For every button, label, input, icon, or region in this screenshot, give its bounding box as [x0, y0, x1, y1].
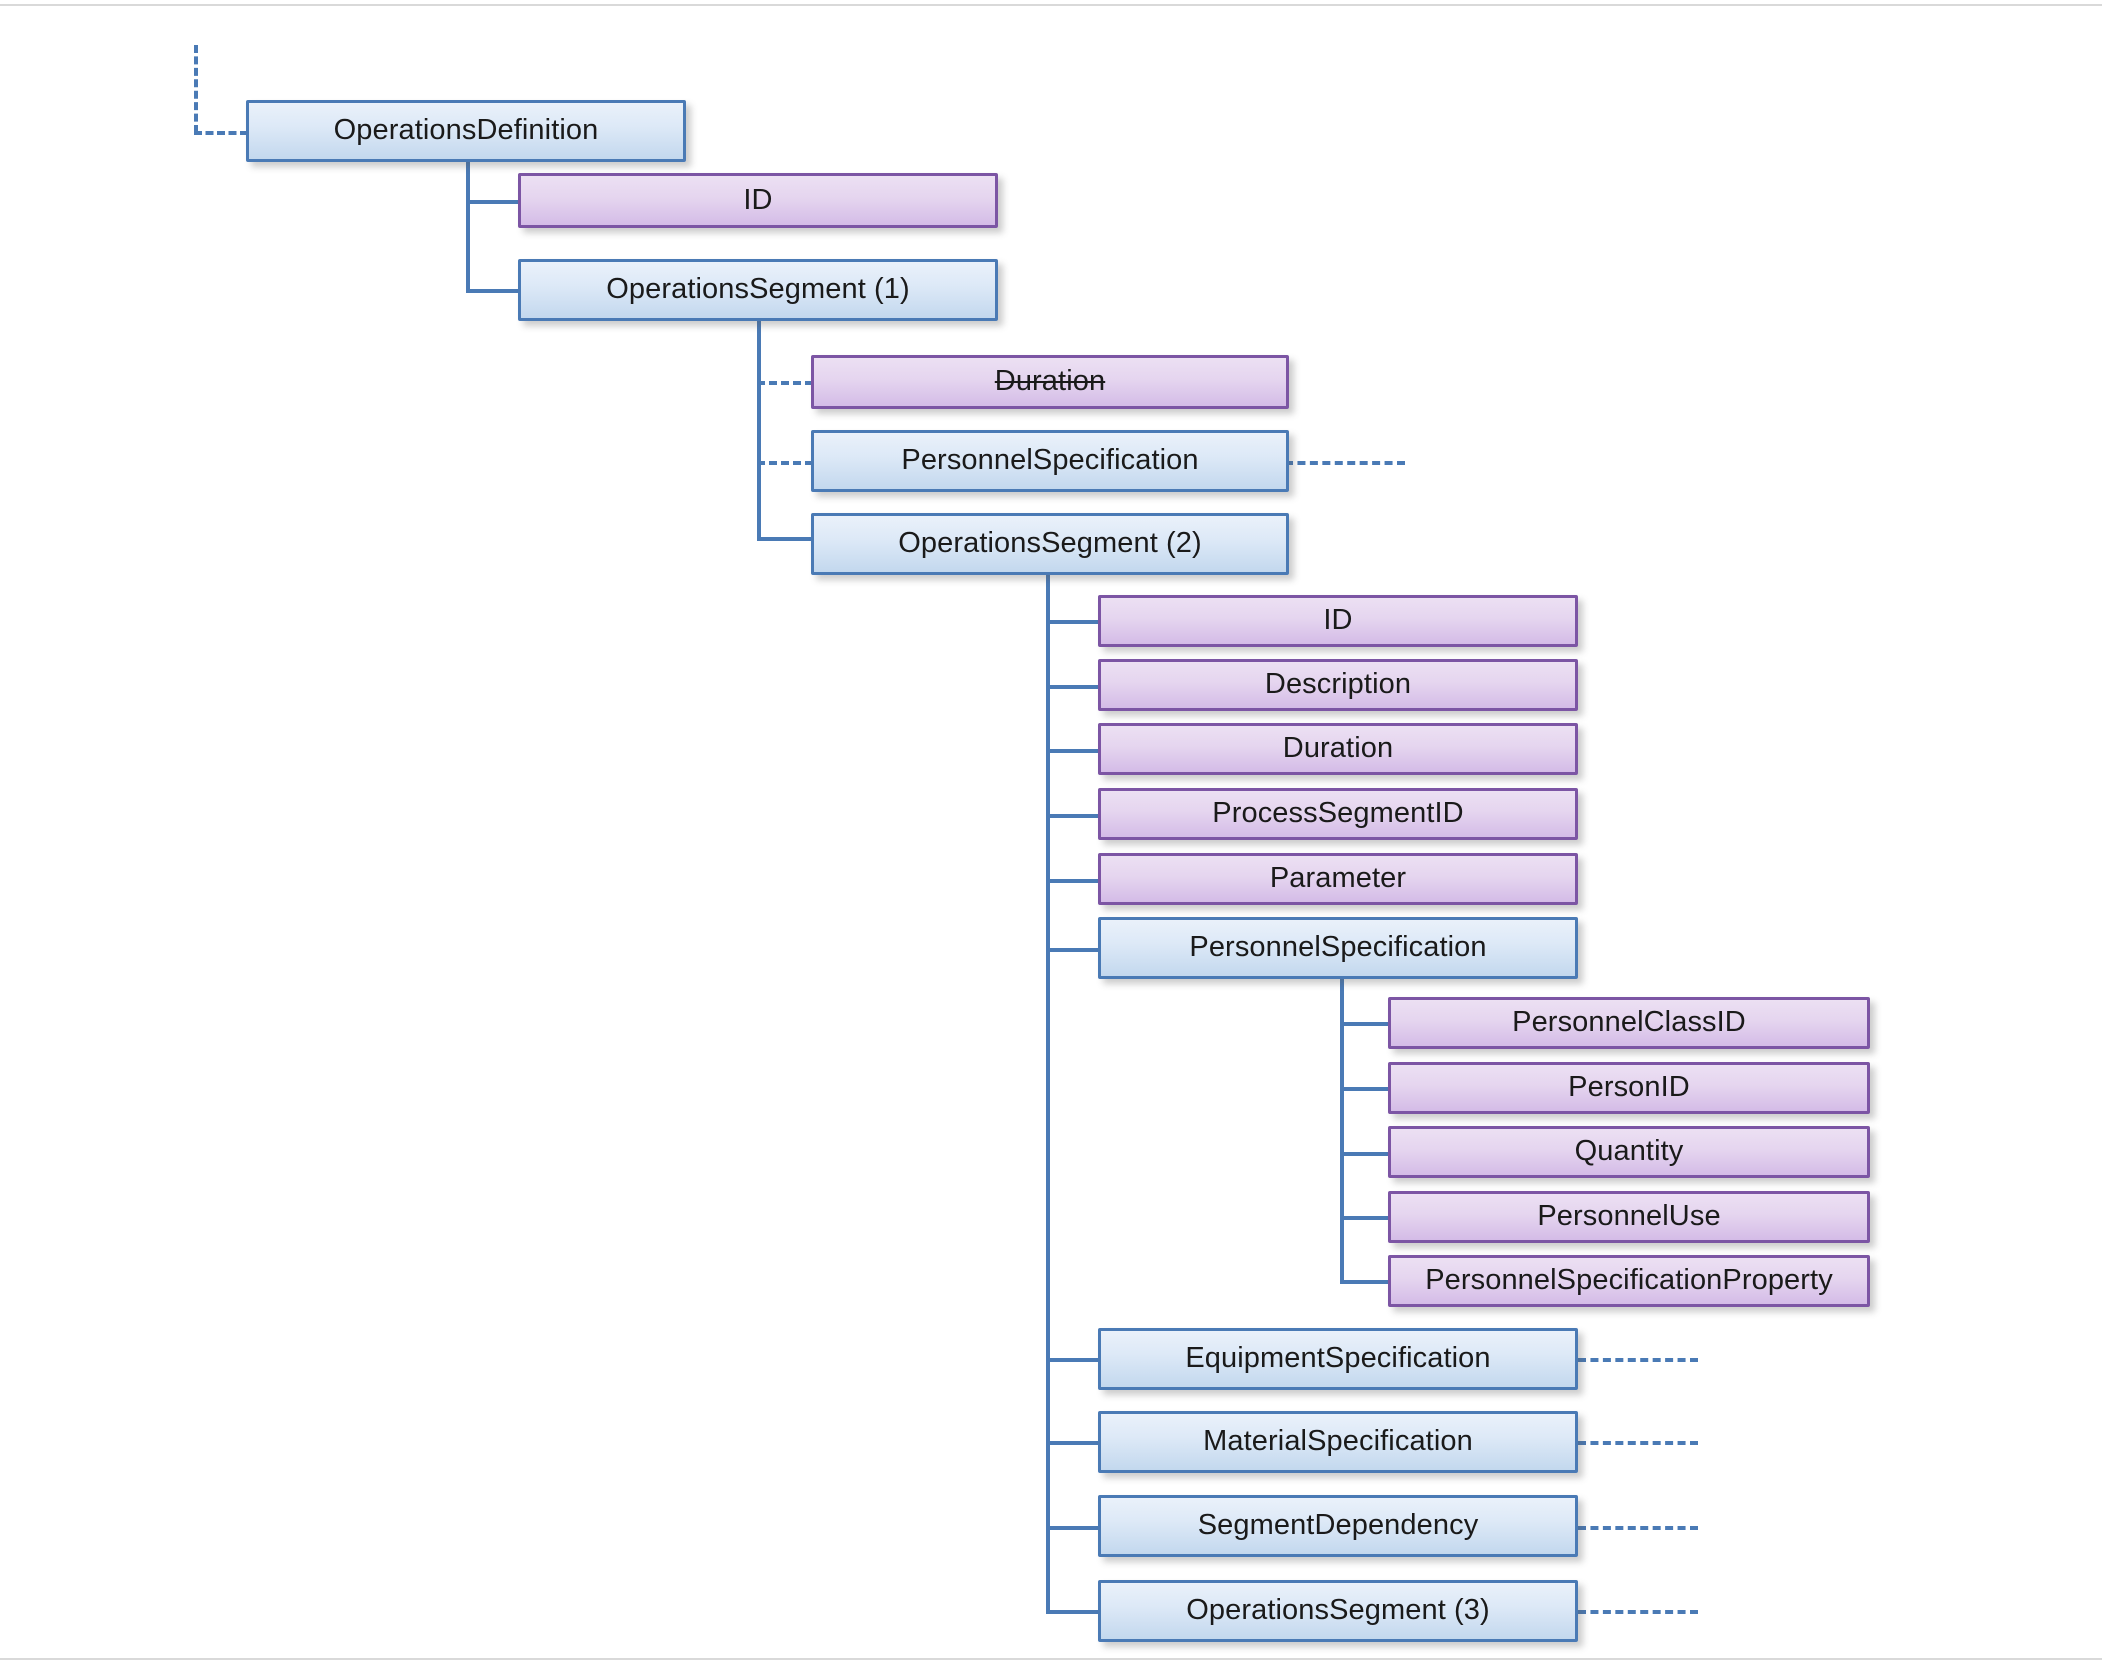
connector-operationssegment-1-to-personnelspecification: [757, 461, 813, 465]
connector-operationsdefinition-to-id: [466, 200, 520, 204]
node-personid[interactable]: PersonID: [1388, 1062, 1870, 1114]
node-personneluse[interactable]: PersonnelUse: [1388, 1191, 1870, 1243]
dangling-connector-operationsdefinition-vertical: [194, 45, 198, 133]
connector-operationssegment-2-to-id: [1046, 620, 1100, 624]
node-label: OperationsSegment (1): [606, 273, 910, 306]
node-label: Description: [1264, 668, 1412, 701]
connector-operationssegment-1-to-duration: [757, 381, 813, 385]
connector-operationssegment-2-trunk: [1046, 570, 1050, 1614]
node-operationssegment-3[interactable]: OperationsSegment (3): [1098, 1580, 1578, 1642]
node-quantity[interactable]: Quantity: [1388, 1126, 1870, 1178]
node-label: ProcessSegmentID: [1212, 797, 1464, 830]
node-label: Duration: [994, 365, 1106, 398]
connector-operationsdefinition-to-operationssegment-1: [466, 289, 520, 293]
node-label: PersonnelSpecification: [1189, 931, 1487, 964]
node-description[interactable]: Description: [1098, 659, 1578, 711]
page-frame: [0, 4, 2102, 1660]
dangling-connector-operationssegment-3-right: [1578, 1610, 1698, 1614]
node-equipmentspecification[interactable]: EquipmentSpecification: [1098, 1328, 1578, 1390]
connector-operationssegment-2-to-segmentdependency: [1046, 1526, 1100, 1530]
node-label: ID: [1323, 604, 1353, 637]
node-duration-2[interactable]: Duration: [1098, 723, 1578, 775]
node-label: PersonnelSpecificationProperty: [1425, 1264, 1833, 1297]
node-label: MaterialSpecification: [1203, 1425, 1473, 1458]
connector-personnelspecification-2-to-quantity: [1340, 1152, 1390, 1156]
node-id-2[interactable]: ID: [1098, 595, 1578, 647]
node-label: PersonnelClassID: [1512, 1006, 1746, 1039]
node-label: PersonID: [1568, 1071, 1690, 1104]
node-personnelspecification-2[interactable]: PersonnelSpecification: [1098, 917, 1578, 979]
node-label: PersonnelUse: [1537, 1200, 1721, 1233]
node-duration-struck[interactable]: Duration: [811, 355, 1289, 409]
connector-personnelspecification-2-to-personnelspecificationproperty: [1340, 1280, 1390, 1284]
connector-operationssegment-2-to-materialspecification: [1046, 1441, 1100, 1445]
dangling-connector-equipmentspecification-right: [1578, 1358, 1698, 1362]
node-id-1[interactable]: ID: [518, 173, 998, 228]
dangling-connector-materialspecification-right: [1578, 1441, 1698, 1445]
dangling-connector-segmentdependency-right: [1578, 1526, 1698, 1530]
connector-personnelspecification-2-to-personnelclassid: [1340, 1022, 1390, 1026]
connector-operationssegment-2-to-processsegmentid: [1046, 814, 1100, 818]
dangling-connector-personnelspecification-1-right: [1285, 461, 1405, 465]
node-label: Quantity: [1574, 1135, 1684, 1168]
dangling-connector-operationsdefinition-left: [194, 131, 248, 135]
connector-personnelspecification-2-to-personneluse: [1340, 1216, 1390, 1220]
connector-personnelspecification-2-to-personid: [1340, 1087, 1390, 1091]
node-label: SegmentDependency: [1197, 1509, 1479, 1542]
connector-operationssegment-2-to-parameter: [1046, 879, 1100, 883]
node-label: ID: [743, 183, 773, 216]
node-segmentdependency[interactable]: SegmentDependency: [1098, 1495, 1578, 1557]
node-personnelspecificationproperty[interactable]: PersonnelSpecificationProperty: [1388, 1255, 1870, 1307]
connector-operationssegment-2-to-description: [1046, 685, 1100, 689]
connector-operationssegment-2-to-personnelspecification: [1046, 948, 1100, 952]
connector-personnelspecification-2-trunk: [1340, 970, 1344, 1280]
connector-operationssegment-2-to-duration: [1046, 749, 1100, 753]
connector-operationssegment-1-to-operationssegment-2: [757, 537, 813, 541]
node-label: Parameter: [1269, 862, 1407, 895]
node-processsegmentid[interactable]: ProcessSegmentID: [1098, 788, 1578, 840]
node-operationsdefinition[interactable]: OperationsDefinition: [246, 100, 686, 162]
node-operationssegment-1[interactable]: OperationsSegment (1): [518, 259, 998, 321]
connector-operationssegment-2-to-equipmentspecification: [1046, 1358, 1100, 1362]
connector-operationssegment-2-to-operationssegment-3: [1046, 1610, 1100, 1614]
connector-operationssegment-1-trunk: [757, 313, 761, 541]
node-label: OperationsDefinition: [333, 114, 599, 147]
connector-operationsdefinition-trunk: [466, 157, 470, 293]
node-parameter[interactable]: Parameter: [1098, 853, 1578, 905]
node-personnelclassid[interactable]: PersonnelClassID: [1388, 997, 1870, 1049]
node-personnelspecification-1[interactable]: PersonnelSpecification: [811, 430, 1289, 492]
node-label: EquipmentSpecification: [1185, 1342, 1491, 1375]
node-materialspecification[interactable]: MaterialSpecification: [1098, 1411, 1578, 1473]
node-label: OperationsSegment (3): [1186, 1594, 1490, 1627]
node-label: Duration: [1282, 732, 1394, 765]
node-label: PersonnelSpecification: [901, 444, 1199, 477]
node-operationssegment-2[interactable]: OperationsSegment (2): [811, 513, 1289, 575]
node-label: OperationsSegment (2): [898, 527, 1202, 560]
